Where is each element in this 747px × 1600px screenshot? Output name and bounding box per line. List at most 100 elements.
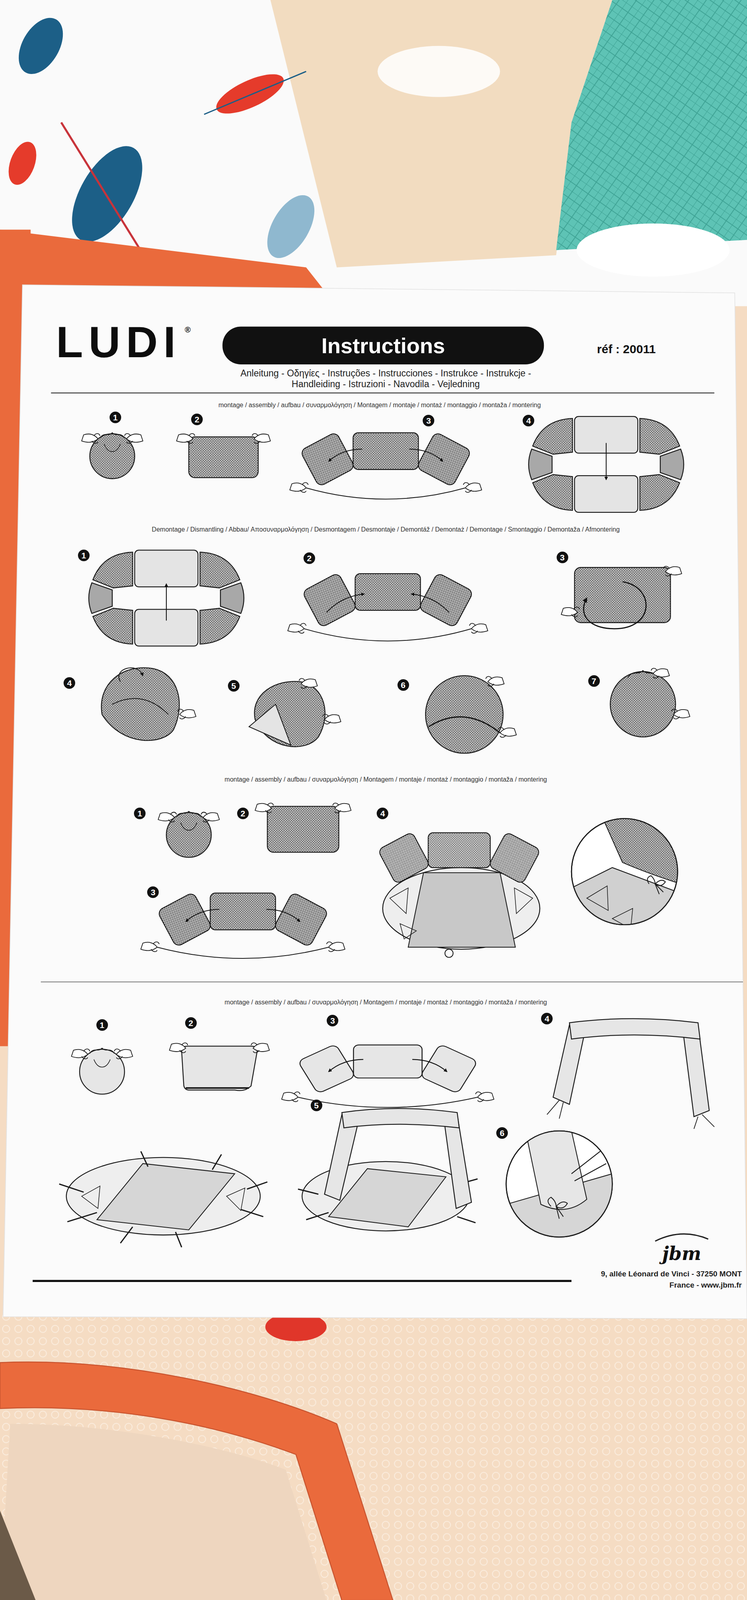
assembly-figures	[96, 1163, 235, 1230]
assembly-figures	[569, 1018, 701, 1039]
step-number: 6	[400, 680, 406, 690]
dismantling-figures	[88, 549, 244, 646]
step-number: 4	[544, 1014, 550, 1023]
fabric-background	[0, 1306, 747, 1600]
step-number-circle: 3	[556, 551, 569, 564]
assembly-figures	[332, 802, 352, 813]
step-number-circle: 2	[185, 1016, 197, 1029]
dismantling-figures	[425, 675, 504, 753]
step-number: 5	[231, 681, 237, 690]
step-number-circle: 4	[63, 677, 76, 689]
assembly-figures	[297, 1096, 478, 1108]
assembly-figures	[324, 1114, 358, 1200]
dismantling-figures	[287, 623, 307, 634]
step-number: 4	[526, 416, 532, 425]
step-number: 7	[591, 676, 597, 686]
step-number: 3	[150, 887, 156, 897]
step-number: 2	[240, 808, 246, 818]
dismantling-figures	[561, 607, 580, 618]
fabric-background	[257, 187, 324, 266]
step-number-circle: 1	[96, 1018, 108, 1031]
dismantling-figures	[177, 709, 196, 720]
step-number: 5	[313, 1100, 319, 1110]
assembly-figures	[445, 1114, 472, 1209]
assembly-figures	[412, 1059, 448, 1072]
assembly-figures	[328, 1059, 364, 1072]
footer	[655, 1233, 709, 1241]
dismantling-figures	[583, 581, 646, 629]
assembly-figures	[169, 1042, 188, 1053]
brand-logo: LUDI	[55, 319, 182, 364]
assembly-figures	[306, 487, 466, 500]
assembly-figures	[267, 806, 340, 853]
assembly-figures	[605, 442, 607, 480]
dismantling-figures	[497, 727, 517, 738]
assembly-figures	[525, 1130, 587, 1209]
dismantling-figures	[101, 667, 180, 741]
assembly-figures	[289, 482, 309, 493]
assembly-figures	[255, 802, 274, 813]
dismantling-figures	[165, 583, 167, 621]
step-number-circle: 4	[522, 414, 535, 427]
fabric-background	[203, 71, 306, 115]
step-number-circle: 1	[133, 807, 146, 819]
step-number-circle: 4	[541, 1012, 553, 1025]
address-text: 9, allée Léonard de Vinci - 37250 MONT	[601, 1269, 742, 1279]
step-number: 3	[559, 553, 565, 562]
step-number: 1	[81, 551, 86, 560]
step-number-circle: 5	[227, 679, 240, 692]
step-number-circle: 6	[397, 679, 410, 691]
dismantling-figures	[299, 678, 318, 689]
dismantling-figures	[303, 628, 472, 642]
step-number-circle: 2	[191, 413, 203, 426]
step-number-circle: 7	[588, 675, 600, 687]
assembly-figures	[266, 909, 300, 922]
assembly-figures	[188, 436, 259, 478]
maker-logo: jbm	[662, 1244, 702, 1263]
dismantling-figures	[428, 716, 501, 733]
step-number: 1	[113, 413, 118, 422]
header	[222, 326, 544, 365]
assembly-figures	[445, 948, 454, 957]
assembly-figures	[506, 1130, 613, 1240]
assembly-figures	[571, 816, 694, 939]
assembly-figures	[389, 887, 533, 939]
dismantling-figures	[469, 623, 488, 634]
step-number-circle: 1	[77, 549, 90, 562]
fabric-background	[556, 0, 747, 250]
assembly-figures	[328, 1168, 446, 1227]
dismantling-figures	[485, 676, 505, 687]
step-number: 2	[188, 1018, 194, 1027]
assembly-figures	[299, 431, 472, 487]
dismantling-figures	[574, 567, 671, 623]
dismantling-figures	[671, 709, 690, 720]
assembly-figures	[297, 1178, 478, 1223]
assembly-figures	[506, 1130, 613, 1237]
fabric-background	[377, 45, 500, 98]
assembly-figures	[59, 1150, 268, 1247]
assembly-figures	[66, 1157, 261, 1235]
step-number-circle: 4	[376, 807, 389, 819]
step-number: 6	[499, 1128, 505, 1137]
dismantling-figures	[411, 593, 449, 613]
step-number-circle: 3	[422, 414, 435, 427]
assembly-figures	[59, 1018, 715, 1248]
fabric-background	[9, 10, 72, 82]
fabric-background	[0, 1423, 327, 1600]
paper-sheet	[3, 284, 747, 1319]
dismantling-figures	[651, 668, 670, 679]
fabric-background	[3, 137, 42, 189]
step-number: 2	[194, 415, 200, 424]
assembly-figures	[81, 1185, 245, 1211]
fabric-background	[0, 1509, 36, 1600]
section-heading: montage / assembly / aufbau / συναρμολόγ…	[224, 775, 548, 783]
dismantling-figures	[249, 704, 292, 746]
dismantling-figures	[88, 549, 690, 753]
step-number: 4	[67, 678, 72, 688]
step-number-circle: 2	[237, 807, 249, 819]
step-number: 1	[99, 1020, 105, 1029]
assembly-figures	[341, 1108, 460, 1128]
assembly-figures	[408, 872, 516, 947]
